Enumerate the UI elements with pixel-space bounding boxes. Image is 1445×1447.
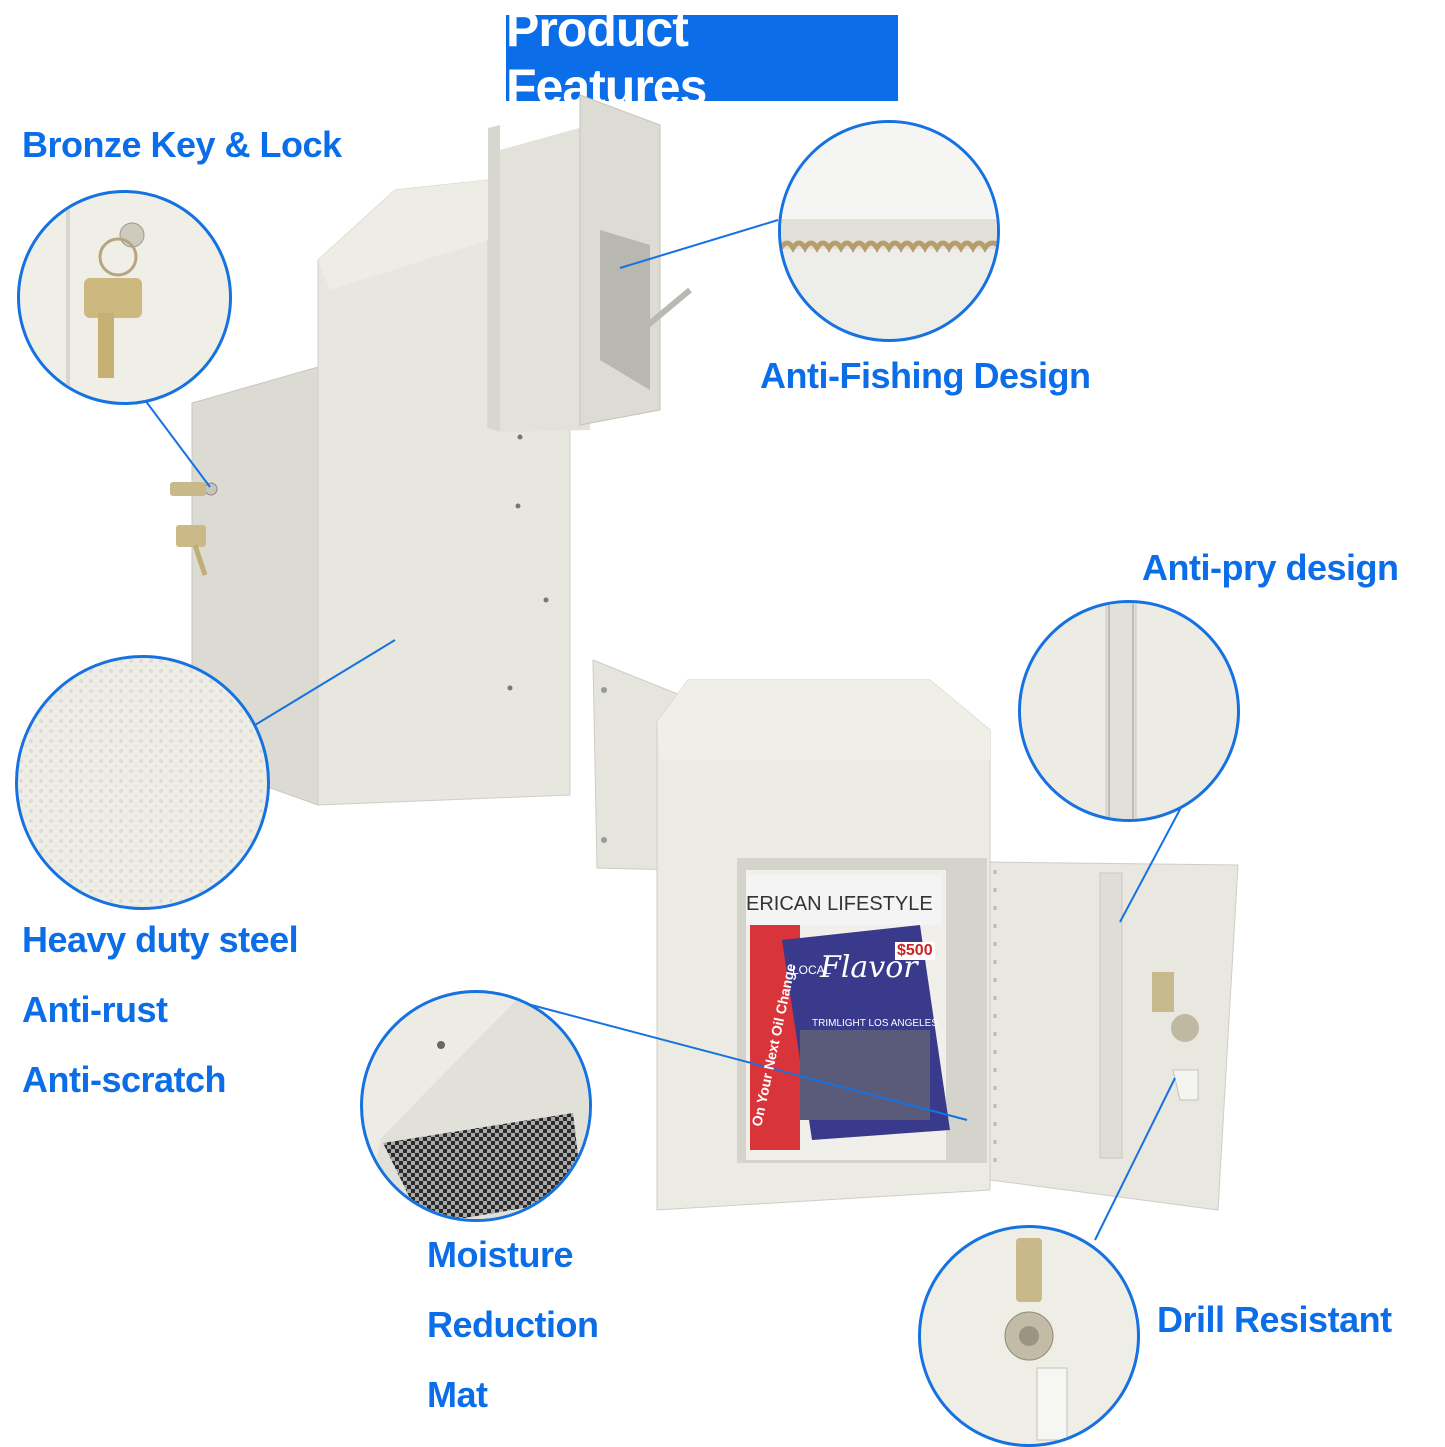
label-bronze-key-lock: Bronze Key & Lock <box>22 124 342 165</box>
label-heavy-duty-steel: Heavy duty steel <box>22 919 299 960</box>
moisture-mat-zoom-circle <box>360 990 592 1222</box>
magazine-trimlight-text: TRIMLIGHT LOS ANGELES <box>812 1018 938 1029</box>
banner-title: Product Features <box>506 1 707 115</box>
drill-resistant-zoom-circle <box>918 1225 1140 1447</box>
label-anti-pry: Anti-pry design <box>1142 547 1399 588</box>
anti-fishing-zoom-circle <box>778 120 1000 342</box>
leader-line-drill <box>1094 1077 1176 1241</box>
texture-icon <box>18 658 267 907</box>
mat-icon <box>364 993 589 1219</box>
label-moisture: Moisture <box>427 1234 574 1275</box>
leader-line-pry <box>1119 799 1186 923</box>
label-reduction: Reduction <box>427 1304 599 1345</box>
product-features-banner: Product Features <box>506 1 898 115</box>
leader-line-mat <box>519 1001 968 1121</box>
magazine-cover-top-text: ERICAN LIFESTYLE <box>746 893 933 915</box>
magazine-local-text: LOCAL <box>792 963 832 977</box>
label-anti-fishing: Anti-Fishing Design <box>760 355 1091 396</box>
lock-cylinder-icon <box>1004 1238 1068 1441</box>
key-icon <box>66 193 145 402</box>
magazine-price-badge: $500 <box>895 942 935 960</box>
key-lock-zoom-circle <box>17 190 232 405</box>
anti-pry-zoom-circle <box>1018 600 1240 822</box>
label-drill-resistant: Drill Resistant <box>1157 1299 1392 1340</box>
serrated-edge-icon <box>781 123 997 253</box>
leader-line-steel <box>254 639 396 726</box>
label-anti-rust: Anti-rust <box>22 989 168 1030</box>
leader-line-fishing <box>619 219 779 269</box>
label-anti-scratch: Anti-scratch <box>22 1059 227 1100</box>
steel-texture-zoom-circle <box>15 655 270 910</box>
label-mat: Mat <box>427 1374 488 1415</box>
pry-guard-icon <box>1105 603 1137 819</box>
